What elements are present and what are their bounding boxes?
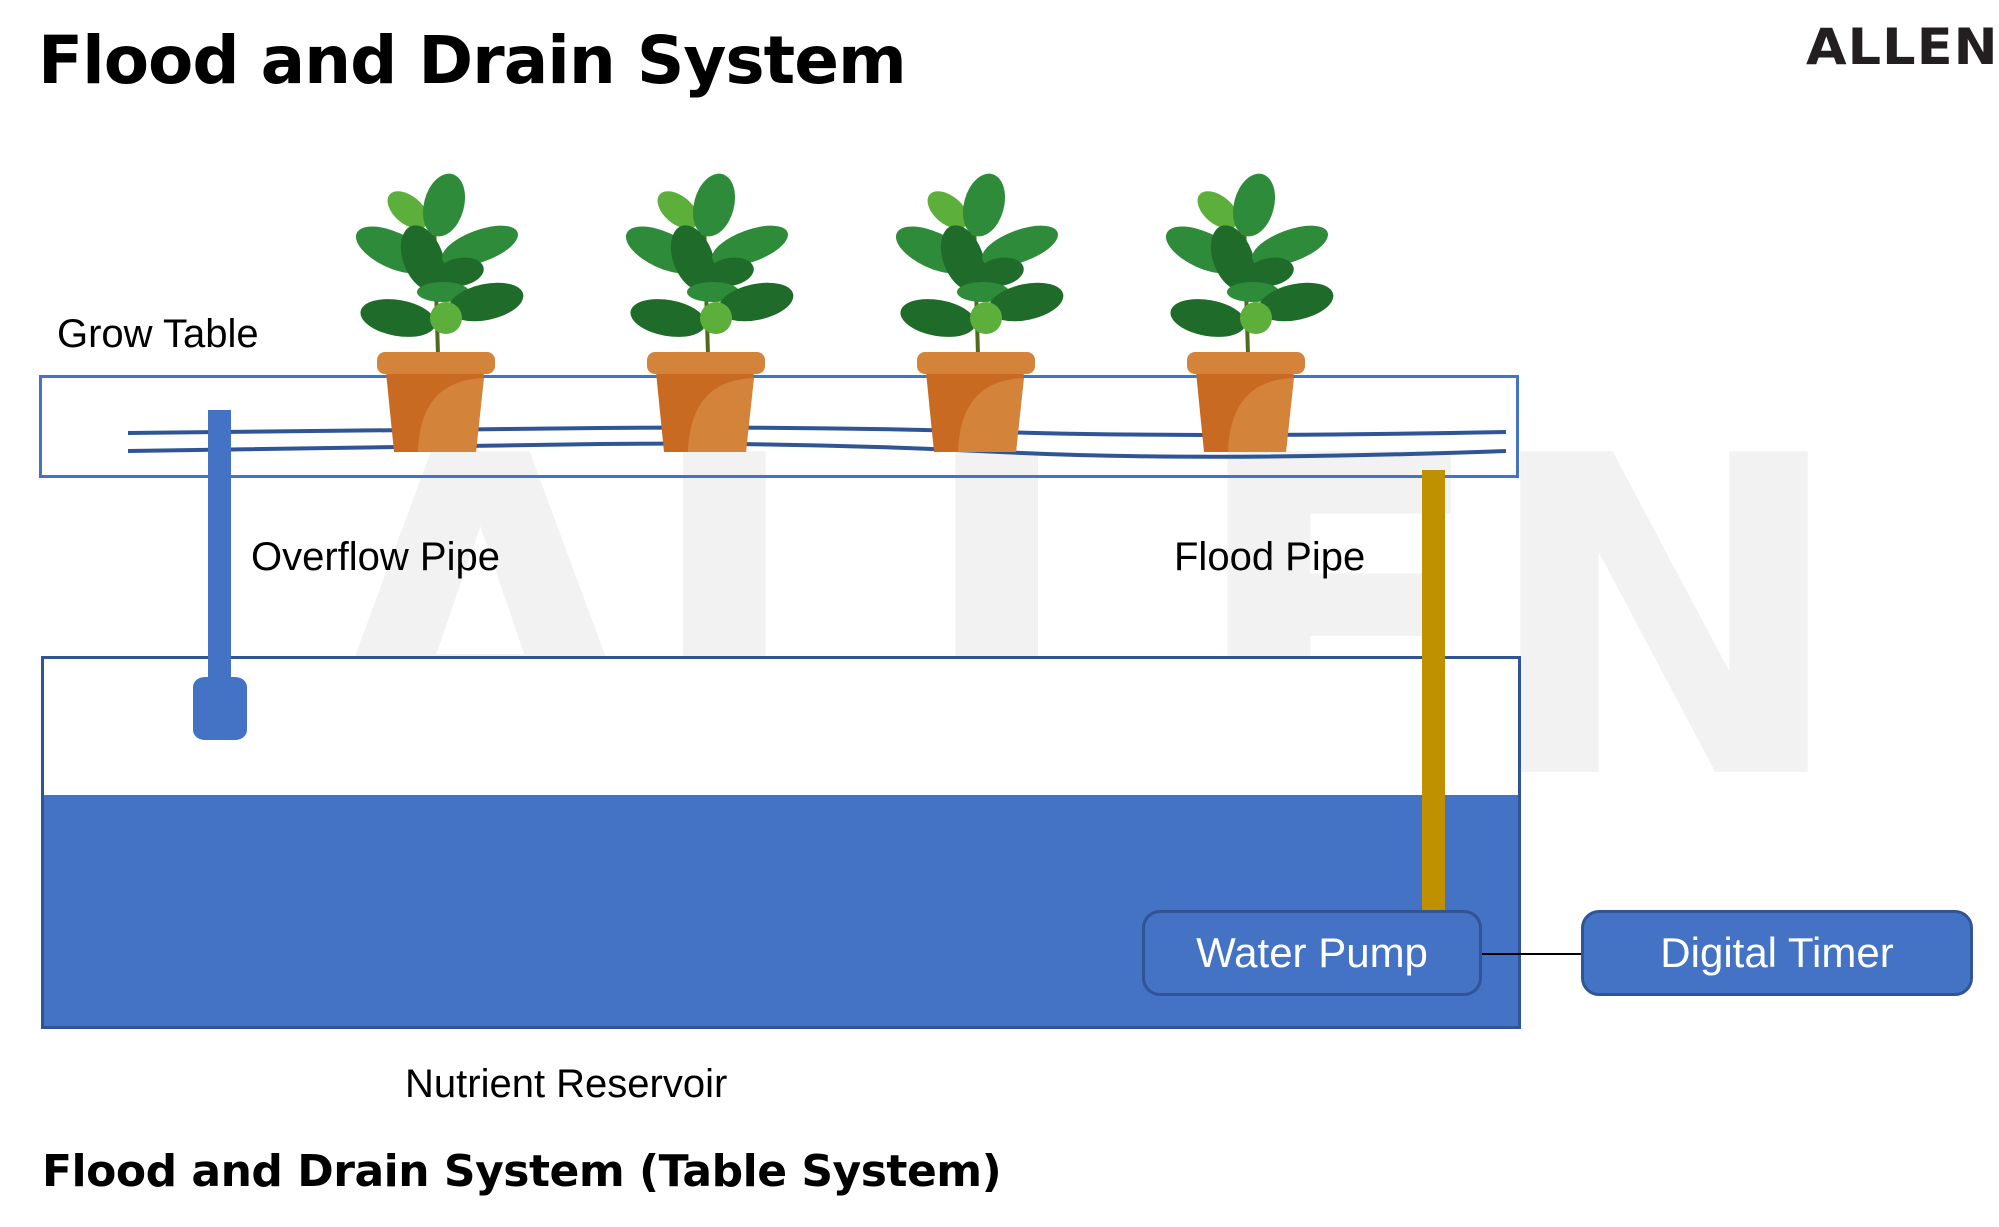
- brand-logo: ALLEN: [1806, 18, 1999, 76]
- leaf: [700, 302, 732, 334]
- leaf: [1246, 257, 1294, 287]
- overflow-pipe-label: Overflow Pipe: [251, 535, 500, 579]
- figure-caption: Flood and Drain System (Table System): [42, 1146, 1002, 1197]
- leaf: [962, 173, 1006, 237]
- water-pump-label: Water Pump: [1196, 929, 1428, 976]
- potted-plant-icon: [625, 173, 794, 452]
- leaf: [400, 225, 446, 291]
- pot-rim: [917, 352, 1035, 374]
- leaf: [1210, 225, 1256, 291]
- pot-rim: [647, 352, 765, 374]
- grow-table-label: Grow Table: [57, 312, 259, 356]
- leaf: [988, 282, 1064, 322]
- potted-plant-icon: [1165, 173, 1334, 452]
- water-pump-box: Water Pump: [1142, 910, 1482, 996]
- potted-plant-icon: [355, 173, 524, 452]
- leaf: [1232, 173, 1276, 237]
- leaf: [718, 282, 794, 322]
- digital-timer-label: Digital Timer: [1660, 929, 1894, 976]
- leaf: [387, 191, 429, 229]
- digital-timer-box: Digital Timer: [1581, 910, 1973, 996]
- flood-pipe-label: Flood Pipe: [1174, 535, 1366, 579]
- leaf: [422, 173, 466, 237]
- water-line-lower: [127, 441, 1507, 459]
- overflow-pipe: [208, 410, 231, 700]
- leaf: [927, 191, 969, 229]
- pot-highlight: [958, 378, 1024, 452]
- leaf: [1170, 299, 1246, 337]
- leaf: [1240, 302, 1272, 334]
- page-title: Flood and Drain System: [38, 22, 907, 99]
- flood-pipe: [1422, 470, 1445, 912]
- leaf: [657, 191, 699, 229]
- leaf: [692, 173, 736, 237]
- leaf: [670, 225, 716, 291]
- pump-timer-connector: [1482, 953, 1581, 955]
- pot-rim: [1187, 352, 1305, 374]
- leaf: [976, 257, 1024, 287]
- pot-highlight: [1228, 378, 1294, 452]
- leaf: [630, 299, 706, 337]
- pot-highlight: [418, 378, 484, 452]
- nutrient-reservoir-label: Nutrient Reservoir: [405, 1062, 728, 1106]
- leaf: [360, 299, 436, 337]
- pot-rim: [377, 352, 495, 374]
- leaf: [970, 302, 1002, 334]
- leaf: [448, 282, 524, 322]
- leaf: [712, 225, 788, 267]
- leaf: [1197, 191, 1239, 229]
- leaf: [442, 225, 518, 267]
- leaf: [436, 257, 484, 287]
- leaf: [940, 225, 986, 291]
- leaf: [430, 302, 462, 334]
- leaf: [900, 299, 976, 337]
- leaf: [1252, 225, 1328, 267]
- pot-highlight: [688, 378, 754, 452]
- leaf: [982, 225, 1058, 267]
- leaf: [1258, 282, 1334, 322]
- overflow-drain-cap: [193, 677, 247, 740]
- leaf: [706, 257, 754, 287]
- potted-plant-icon: [895, 173, 1064, 452]
- grow-table: [39, 375, 1519, 478]
